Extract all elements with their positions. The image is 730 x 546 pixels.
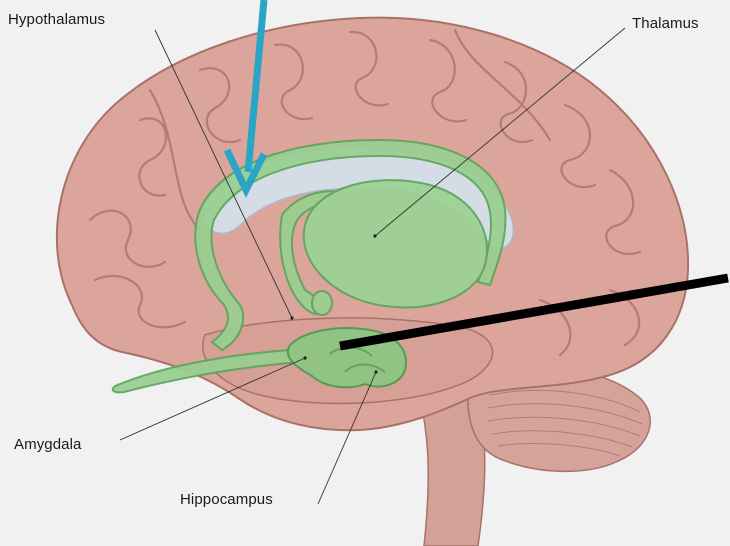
label-amygdala: Amygdala — [14, 437, 82, 452]
label-thalamus: Thalamus — [632, 16, 699, 31]
label-hippocampus: Hippocampus — [180, 492, 273, 507]
label-hypothalamus: Hypothalamus — [8, 12, 105, 27]
